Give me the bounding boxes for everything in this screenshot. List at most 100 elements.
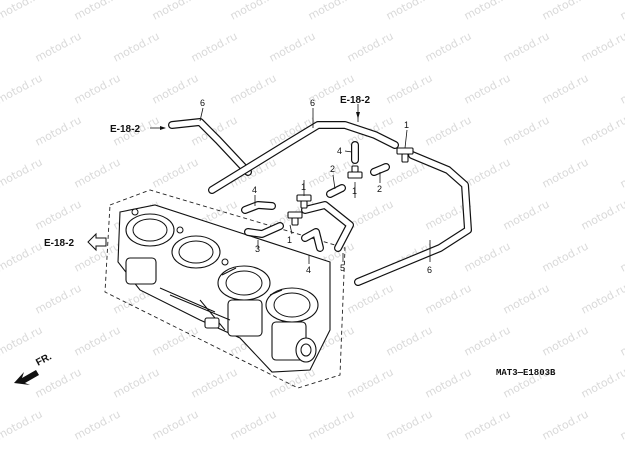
watermark-text: motod.ru — [384, 323, 435, 358]
hose-5 — [301, 201, 354, 252]
watermark-text: motod.ru — [618, 155, 625, 190]
watermark-text: motod.ru — [462, 323, 513, 358]
watermark-text: motod.ru — [462, 155, 513, 190]
watermark-text: motod.ru — [501, 29, 552, 64]
hose-4-lower — [301, 228, 324, 252]
watermark-text: motod.ru — [228, 71, 279, 106]
watermark-text: motod.ru — [150, 323, 201, 358]
ref-throttle-body-arrow — [87, 232, 107, 252]
watermark-text: motod.ru — [540, 155, 591, 190]
watermark-text: motod.ru — [0, 71, 45, 106]
watermark-text: motod.ru — [579, 281, 625, 316]
hose-4-top — [241, 201, 276, 214]
watermark-text: motod.ru — [540, 0, 591, 23]
watermark-text: motod.ru — [72, 323, 123, 358]
hose-6-right — [354, 151, 472, 286]
diagram-code: MAT3—E1803B — [496, 368, 556, 378]
t-joint-1-center — [296, 194, 312, 209]
callout-1-right: 1 — [404, 120, 409, 130]
watermark-text: motod.ru — [0, 239, 45, 274]
callout-4-top: 4 — [252, 185, 257, 195]
watermark-text: motod.ru — [618, 323, 625, 358]
ref-label-top-right: E-18-2 — [340, 95, 370, 106]
front-label: FR. — [34, 351, 54, 368]
watermark-text: motod.ru — [189, 29, 240, 64]
hoses — [168, 118, 472, 286]
watermark-text: motod.ru — [33, 29, 84, 64]
hose-6-left — [168, 118, 252, 176]
ref-label-throttle-body: E-18-2 — [44, 238, 74, 249]
watermark-text: motod.ru — [72, 0, 123, 23]
ref-label-left-tube: E-18-2 — [110, 124, 140, 135]
watermark-text: motod.ru — [306, 0, 357, 23]
watermark-text: motod.ru — [150, 155, 201, 190]
ref-left-tube-arrow — [160, 126, 166, 130]
watermark-text: motod.ru — [579, 29, 625, 64]
watermark-text: motod.ru — [423, 281, 474, 316]
watermark-text: motod.ru — [0, 407, 45, 442]
watermark-text: motod.ru — [228, 407, 279, 442]
callout-1-center: 1 — [301, 182, 306, 192]
watermark-text: motod.ru — [423, 113, 474, 148]
callout-4-lower: 4 — [306, 265, 311, 275]
watermark-text: motod.ru — [540, 71, 591, 106]
callout-6-center: 6 — [310, 98, 315, 108]
callout-4-mid: 4 — [337, 146, 342, 156]
watermark-text: motod.ru — [111, 365, 162, 400]
t-joint-1-top — [347, 165, 363, 179]
watermark-text: motod.ru — [462, 71, 513, 106]
watermark-text: motod.ru — [111, 29, 162, 64]
callout-5: 5 — [340, 263, 345, 273]
watermark-text: motod.ru — [150, 0, 201, 23]
callout-3: 3 — [255, 244, 260, 254]
watermark-text: motod.ru — [540, 239, 591, 274]
watermark-text: motod.ru — [150, 71, 201, 106]
callout-2-b: 2 — [377, 184, 382, 194]
watermark-text: motod.ru — [384, 407, 435, 442]
watermark-text: motod.ru — [579, 365, 625, 400]
watermark-text: motod.ru — [150, 407, 201, 442]
watermark-text: motod.ru — [501, 197, 552, 232]
watermark-text: motod.ru — [189, 365, 240, 400]
watermark-text: motod.ru — [384, 71, 435, 106]
watermark-text: motod.ru — [540, 407, 591, 442]
watermark-text: motod.ru — [33, 197, 84, 232]
callout-2-a: 2 — [330, 164, 335, 174]
watermark-text: motod.ru — [579, 197, 625, 232]
callout-6-right: 6 — [427, 265, 432, 275]
watermark-text: motod.ru — [540, 323, 591, 358]
watermark-text: motod.ru — [462, 0, 513, 23]
watermark-text: motod.ru — [423, 29, 474, 64]
watermark-text: motod.ru — [33, 281, 84, 316]
watermark-text: motod.ru — [423, 365, 474, 400]
callout-1-lower: 1 — [287, 235, 292, 245]
watermark-text: motod.ru — [72, 155, 123, 190]
watermark-text: motod.ru — [228, 0, 279, 23]
t-joint-1-lower — [287, 211, 303, 226]
hose-6-center — [208, 121, 399, 194]
watermark-text: motod.ru — [0, 323, 45, 358]
watermark-text: motod.ru — [501, 113, 552, 148]
watermark-text: motod.ru — [0, 0, 45, 23]
watermark-text: motod.ru — [618, 0, 625, 23]
ref-top-right-arrow — [356, 112, 360, 119]
throttle-body-assembly — [117, 204, 331, 373]
watermark-text: motod.ru — [462, 239, 513, 274]
watermark-text: motod.ru — [33, 113, 84, 148]
hose-2-b — [370, 163, 390, 176]
front-arrow — [14, 370, 39, 385]
watermark-text: motod.ru — [267, 29, 318, 64]
watermark-text: motod.ru — [345, 281, 396, 316]
watermark-text: motod.ru — [384, 0, 435, 23]
t-joint-1-right — [396, 147, 414, 163]
watermark-text: motod.ru — [33, 365, 84, 400]
watermark-text: motod.ru — [345, 365, 396, 400]
watermark-text: motod.ru — [72, 407, 123, 442]
hose-3 — [244, 222, 284, 238]
watermark-text: motod.ru — [72, 71, 123, 106]
watermark-text: motod.ru — [618, 239, 625, 274]
callout-6-left: 6 — [200, 98, 205, 108]
assembly-dashed-outline — [104, 189, 346, 389]
hose-2-a — [326, 184, 346, 198]
